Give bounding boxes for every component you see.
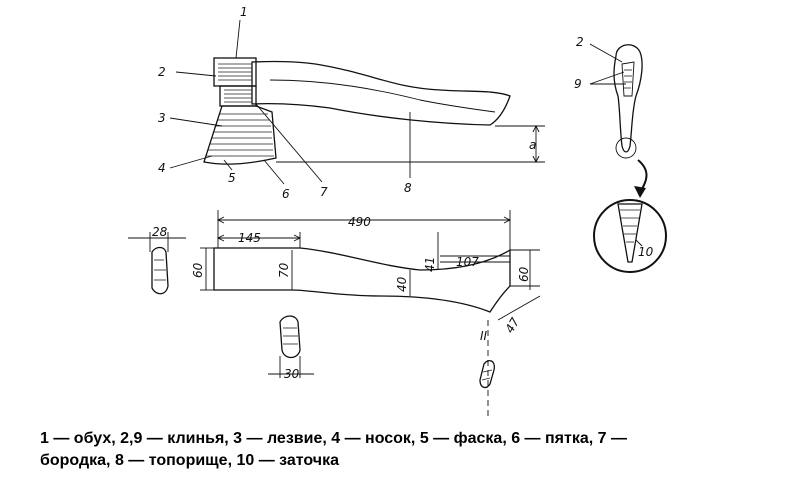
axe-handle [251, 60, 511, 126]
left-cross-section [151, 246, 169, 295]
figure-caption: 1 — обух, 2,9 — клинья, 3 — лезвие, 4 — … [40, 428, 780, 472]
callout-4: 4 [158, 161, 166, 175]
axe-technical-drawing: a 1 2 3 4 5 6 7 8 2 9 [128, 5, 667, 416]
callout-6: 6 [282, 187, 290, 201]
caption-line-1: 1 — обух, 2,9 — клинья, 3 — лезвие, 4 — … [40, 430, 627, 447]
callout-2: 2 [158, 65, 166, 79]
blade-hatching [206, 113, 274, 157]
dim-head-section: 145 [238, 231, 261, 245]
callout-1: 1 [240, 5, 248, 19]
callout-7: 7 [320, 185, 328, 199]
dim-left-section-width: 28 [152, 225, 168, 239]
sharpening-detail-circle [593, 199, 667, 273]
dim-grip-height: 70 [277, 262, 291, 278]
dim-overall-length: 490 [348, 215, 371, 229]
dim-middle-height: 40 [395, 276, 409, 292]
butt-hatching [218, 63, 252, 81]
dim-upper-height: 41 [423, 257, 437, 272]
angle-label-a: a [529, 138, 536, 152]
wedge-detail: 2 9 10 [574, 35, 667, 273]
dim-head-height: 60 [191, 262, 205, 278]
axe-eye-wedge [219, 85, 257, 107]
handle-dimension-drawing: 490 145 60 70 40 41 107 60 47 [128, 210, 541, 416]
detail-callout-10: 10 [638, 245, 654, 259]
callout-3: 3 [158, 111, 166, 125]
dim-end-height: 60 [517, 266, 531, 282]
wedge-handle-outline [613, 44, 643, 153]
middle-cross-section [279, 315, 301, 359]
eye-hatching [224, 89, 252, 103]
detail-callout-9: 9 [574, 77, 582, 91]
dim-middle-section-width: 30 [284, 367, 300, 381]
handle-profile [213, 247, 511, 313]
caption-line-2: бородка, 8 — топорище, 10 — заточка [40, 452, 339, 469]
axe-assembly: a 1 2 3 4 5 6 7 8 [158, 5, 545, 201]
callout-5: 5 [228, 171, 236, 185]
section-mark: II [480, 329, 488, 343]
callout-8: 8 [404, 181, 412, 195]
end-cross-section [479, 359, 495, 389]
axe-blade [203, 105, 277, 165]
dim-end-cut: 47 [502, 315, 522, 336]
detail-callout-2: 2 [576, 35, 584, 49]
dim-end-length: 107 [456, 255, 479, 269]
sharpened-edge [617, 203, 643, 263]
